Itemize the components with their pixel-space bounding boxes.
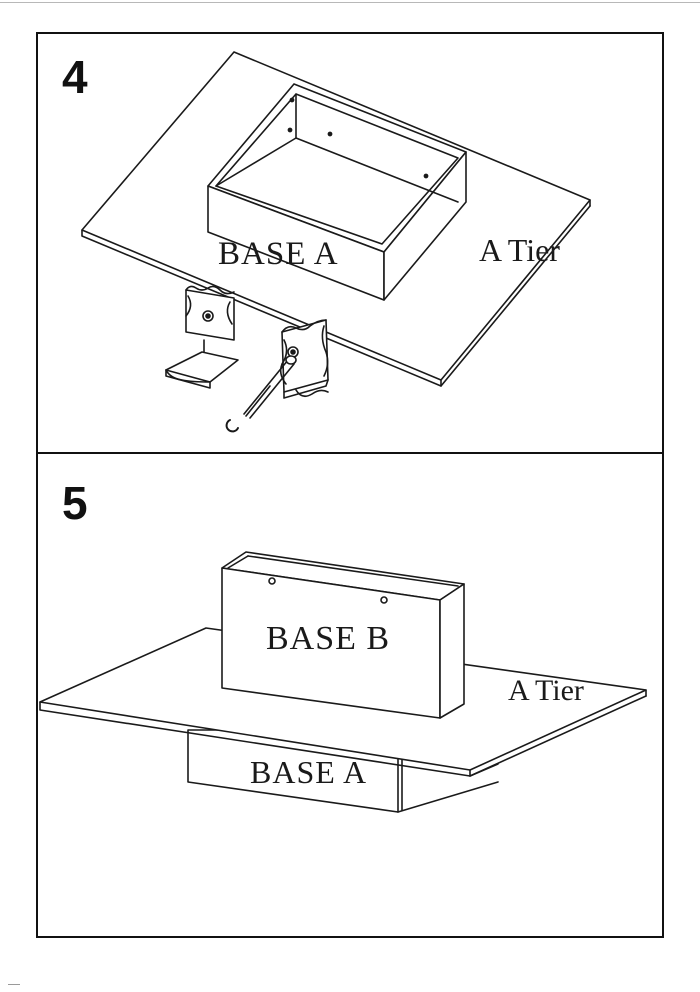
step-number: 5 [62, 477, 88, 529]
c-clip-icon [225, 419, 239, 433]
base-b-label: BASE B [266, 620, 391, 657]
bolt-icon [243, 355, 297, 419]
base-a-label: BASE A [250, 754, 368, 790]
base-box-icon [207, 83, 467, 301]
bracket-icon [165, 285, 239, 389]
step-5-illustration [39, 551, 647, 813]
step-4-illustration [81, 51, 591, 433]
step-4-panel: 4 BASE A A Tier [38, 34, 662, 452]
instruction-frame [36, 32, 664, 938]
step-5-panel: 5 BASE B A Tier BASE A [38, 454, 662, 936]
top-rule [0, 2, 700, 3]
base-box-icon [221, 551, 465, 719]
step-number: 4 [62, 51, 88, 103]
corner-mark [8, 984, 20, 985]
base-a-label: BASE A [218, 236, 339, 272]
a-tier-label: A Tier [479, 232, 560, 268]
step-divider [36, 452, 664, 454]
a-tier-label: A Tier [508, 674, 584, 707]
